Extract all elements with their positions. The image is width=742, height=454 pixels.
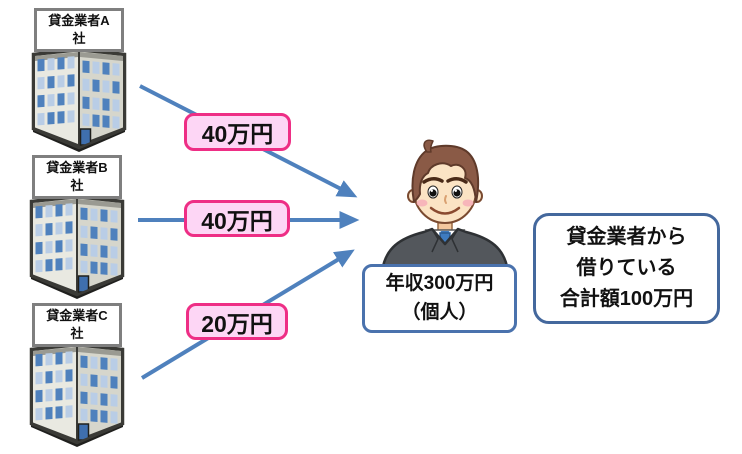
lender-b-sign: 貸金業者B 社 (32, 155, 122, 199)
amount-label-c: 20万円 (186, 303, 288, 340)
building-icon (31, 48, 127, 152)
lender-a-name: 貸金業者A (48, 13, 110, 29)
building-icon (29, 343, 125, 447)
lender-c-name: 貸金業者C (46, 308, 108, 324)
lender-c-building: 貸金業者C 社 (29, 303, 125, 449)
building-icon (29, 195, 125, 299)
lender-a-building: 貸金業者A 社 (31, 8, 127, 154)
lender-a-name-suffix: 社 (72, 31, 86, 46)
summary-line-1: 貸金業者から (566, 226, 687, 248)
lender-c-sign: 貸金業者C 社 (32, 303, 122, 347)
lender-b-building: 貸金業者B 社 (29, 155, 125, 301)
person-icon (380, 139, 510, 272)
borrower-type: （個人） (401, 301, 478, 323)
summary-line-3: 合計額100万円 (559, 288, 694, 310)
borrower-info-box: 年収300万円 （個人） (362, 264, 517, 333)
summary-box: 貸金業者から 借りている 合計額100万円 (533, 213, 720, 324)
amount-label-a: 40万円 (184, 113, 291, 151)
amount-label-b: 40万円 (184, 200, 290, 237)
summary-line-2: 借りている (576, 257, 677, 279)
lender-c-name-suffix: 社 (70, 326, 84, 341)
lender-a-sign: 貸金業者A 社 (34, 8, 124, 52)
lender-b-name-suffix: 社 (70, 178, 84, 193)
borrower-income: 年収300万円 (385, 273, 494, 294)
lender-b-name: 貸金業者B (46, 160, 108, 176)
